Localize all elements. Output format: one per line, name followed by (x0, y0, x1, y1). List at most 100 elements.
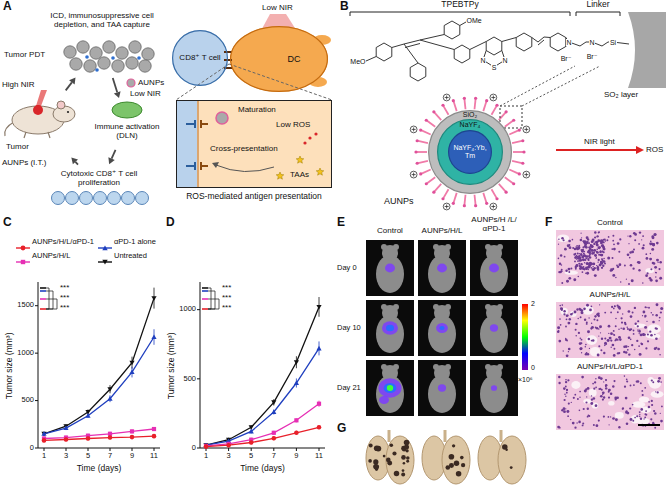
cell-nucleus (601, 262, 604, 265)
mouse-silhouette (393, 304, 399, 310)
chemical-bond (544, 37, 550, 39)
cell-nucleus (584, 240, 587, 243)
cell-nucleus (603, 352, 605, 354)
tick-label: 9 (130, 452, 134, 461)
image-title: AUNPs/H/L/αPD-1 (577, 362, 643, 371)
cell-nucleus (641, 390, 643, 392)
node-text: NaYF₄ (439, 121, 501, 129)
cell-nucleus (597, 312, 600, 315)
cell-nucleus (591, 326, 594, 329)
imaging-frame (470, 300, 518, 356)
cell-nucleus (589, 348, 590, 349)
positive-charge-sign (445, 95, 449, 99)
cell-nucleus (581, 376, 584, 379)
cell-nucleus (656, 272, 658, 274)
metastasis-nodule (394, 471, 400, 477)
cell-nucleus (630, 264, 633, 267)
cell-nucleus (600, 250, 602, 252)
cell-nucleus (596, 248, 598, 250)
atom-label: OMe (466, 17, 482, 24)
cell-nucleus (645, 306, 647, 308)
panel-letter: F (545, 216, 552, 230)
cell-nucleus (628, 336, 631, 339)
cell-nucleus (655, 337, 658, 340)
cell-nucleus (588, 242, 590, 244)
node-text-slot: Cytotoxic CD8⁺ T cell proliferation (42, 169, 156, 187)
cell-nucleus (566, 280, 569, 283)
cell-nucleus (628, 346, 629, 347)
alveolar-space (590, 347, 601, 357)
histology-section (556, 230, 664, 286)
cell-nucleus (615, 418, 618, 421)
benzene-ring (486, 37, 502, 55)
cell-nucleus (619, 263, 622, 266)
photosensitizer-chain (417, 151, 427, 153)
metastasis-nodule (389, 443, 393, 447)
cell-nucleus (565, 379, 567, 381)
cell-nucleus (579, 347, 582, 350)
tick-mark (273, 448, 274, 451)
cell-nucleus (624, 265, 626, 267)
cell-nucleus (582, 424, 584, 426)
tick-label: 1000 (179, 305, 196, 314)
cell-nucleus (597, 354, 600, 357)
cell-nucleus (626, 279, 627, 280)
dendritic-cell-fill (230, 26, 328, 92)
cell-nucleus (628, 353, 630, 355)
cell-nucleus (594, 254, 597, 257)
bioluminescence (436, 323, 448, 333)
cell-nucleus (577, 398, 579, 400)
label-slot: E (337, 216, 345, 230)
mouse-silhouette (486, 365, 502, 381)
photosensitizer-chain (505, 121, 513, 127)
cell-nucleus (627, 349, 629, 351)
significance-bracket (208, 291, 215, 309)
cell-nucleus (658, 268, 660, 270)
chemical-bond (405, 44, 420, 48)
cell-nucleus (578, 421, 581, 424)
chain-end (463, 204, 466, 207)
mouse-silhouette (381, 244, 387, 250)
cell-nucleus (651, 235, 654, 238)
tumor (33, 105, 43, 115)
dendritic-cell: DC (230, 26, 328, 92)
column-header: AUNPs/H/L (422, 226, 463, 235)
label-slot: AUNPs/H/L (422, 226, 463, 235)
cell-nucleus (582, 422, 584, 424)
photosensitizer-chain (483, 102, 486, 112)
tick-mark (251, 448, 252, 451)
antigen-star (296, 156, 304, 163)
cell-nucleus (625, 397, 628, 400)
data-marker (249, 429, 254, 434)
cell-nucleus (594, 236, 596, 238)
axis-title: Time (days) (77, 464, 122, 474)
cell-nucleus (601, 244, 604, 247)
cell-nucleus (615, 318, 617, 320)
cell-nucleus (566, 318, 568, 320)
cell-nucleus (617, 242, 620, 245)
cell-nucleus (561, 270, 562, 271)
nanoparticle-label: AUNPs (138, 78, 164, 87)
zoom-box (500, 106, 522, 128)
imaging-frame (418, 300, 466, 356)
cell-nucleus (637, 329, 638, 330)
photosensitizer-chain (509, 130, 518, 134)
cell-nucleus (637, 320, 639, 322)
label-slot: AUNPs (I.T.) (2, 158, 46, 167)
cell-nucleus (592, 268, 595, 271)
cycle-arrow (108, 150, 115, 164)
metastasis-nodule (383, 455, 386, 458)
cell-nucleus (633, 384, 635, 386)
photosensitizer-chain (509, 169, 518, 173)
chain-end (512, 119, 515, 122)
node-text-slot: NaYF₄ (439, 121, 501, 129)
label-slot: D (166, 216, 175, 230)
cell-nucleus (607, 339, 610, 342)
cell-nucleus (634, 239, 636, 241)
cell-nucleus (652, 262, 655, 265)
node-text: ICD, immunosuppressive cell depletion, a… (38, 11, 166, 29)
tick-mark (228, 448, 229, 451)
cell-nucleus (631, 250, 634, 253)
dc-membrane (197, 101, 198, 187)
panel-letter: C (3, 216, 12, 230)
